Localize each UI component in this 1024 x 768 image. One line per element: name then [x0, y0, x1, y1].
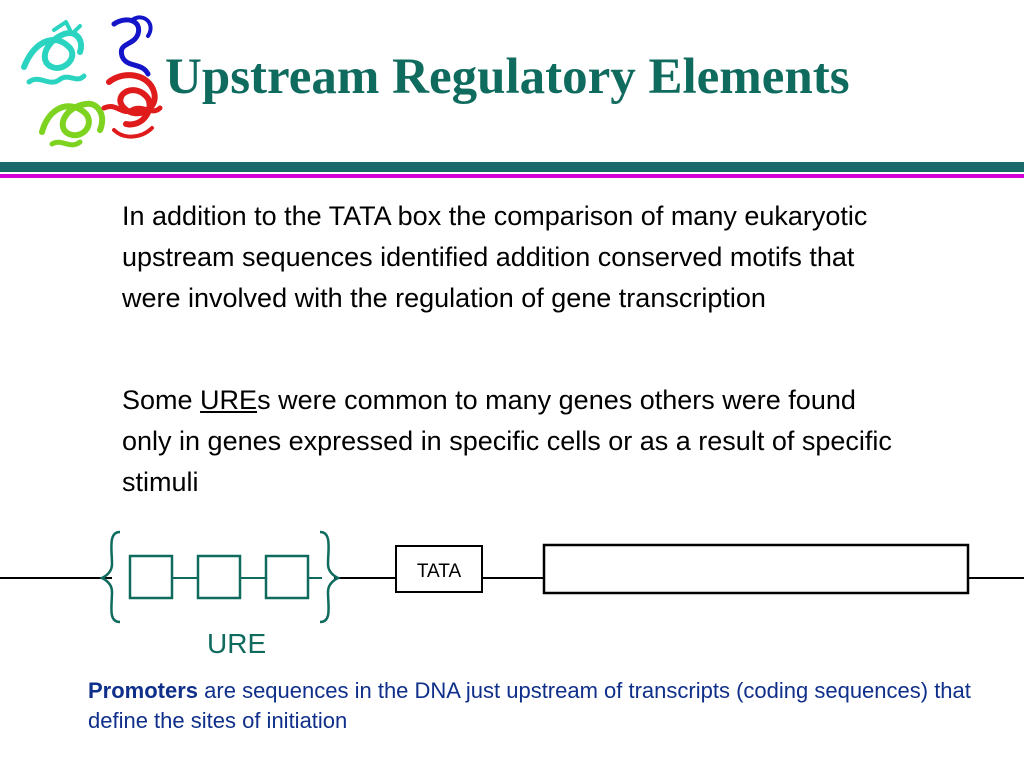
- tata-box: [395, 545, 483, 593]
- ure-box-2: [196, 554, 242, 600]
- promoter-diagram: TATA: [0, 530, 1024, 624]
- tata-box-label: TATA: [417, 561, 462, 582]
- paragraph-2-prefix: Some: [122, 385, 201, 415]
- protein-structure-icon: [21, 15, 163, 148]
- ure-box-1: [128, 554, 174, 600]
- paragraph-2-rest: s were common to many genes others were …: [122, 385, 892, 497]
- coding-sequence-box: [542, 543, 970, 595]
- promoters-definition: Promoters are sequences in the DNA just …: [88, 676, 988, 736]
- ure-abbreviation: URE: [200, 385, 258, 415]
- body-paragraph-2: Some UREs were common to many genes othe…: [122, 380, 902, 503]
- body-paragraph-1: In addition to the TATA box the comparis…: [122, 201, 868, 313]
- promoters-term: Promoters: [88, 678, 199, 703]
- ure-box-3: [264, 554, 310, 600]
- ure-right-brace: [319, 530, 341, 624]
- promoters-text: are sequences in the DNA just upstream o…: [88, 678, 971, 733]
- ure-left-brace: [99, 530, 121, 624]
- slide-title: Upstream Regulatory Elements: [165, 49, 850, 105]
- title-divider-teal: [0, 162, 1024, 172]
- title-divider-magenta: [0, 174, 1024, 178]
- ure-label: URE: [207, 628, 267, 659]
